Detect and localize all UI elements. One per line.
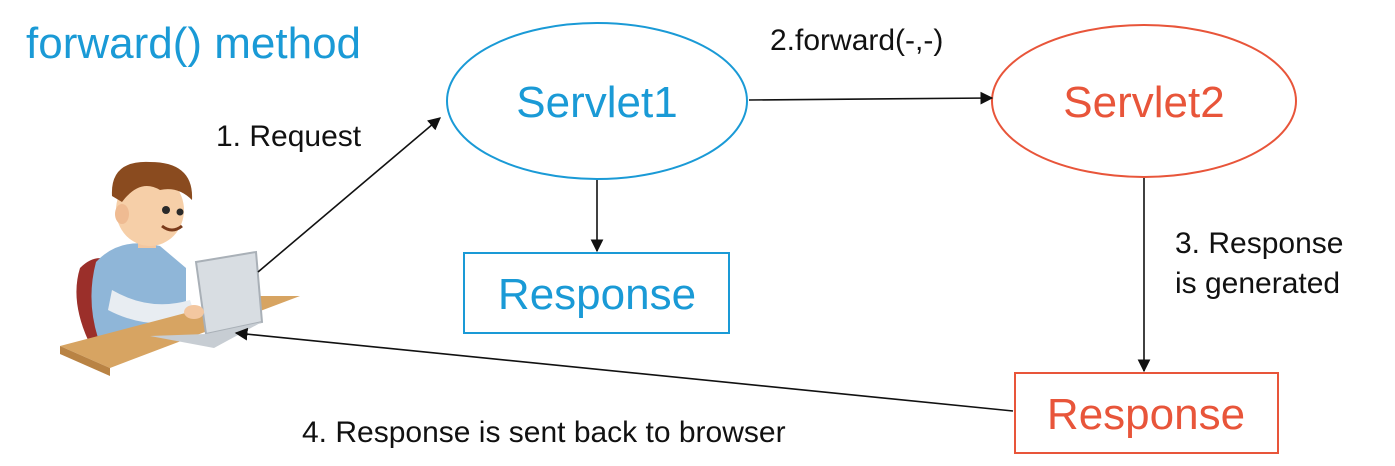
response-box-servlet1 — [463, 252, 730, 334]
response-label-servlet2: Response — [1047, 390, 1245, 439]
servlet2-label: Servlet2 — [1063, 78, 1224, 127]
servlet1-node — [446, 22, 748, 180]
forward-arrow — [748, 91, 994, 105]
response-box-servlet2 — [1014, 372, 1279, 454]
response-label-servlet1: Response — [498, 270, 696, 319]
generated-label-line1: 3. Response — [1175, 227, 1343, 260]
sent-back-arrow — [234, 327, 1014, 412]
request-label: 1. Request — [216, 120, 362, 153]
servlet1-label: Servlet1 — [516, 78, 677, 127]
forward-label: 2.forward(-,-) — [770, 24, 943, 57]
sent-back-label: 4. Response is sent back to browser — [302, 416, 786, 449]
generated-label-line2: is generated — [1175, 267, 1340, 300]
page-title: forward() method — [26, 19, 361, 68]
person-at-laptop-icon — [60, 161, 300, 376]
request-arrow — [257, 117, 441, 273]
